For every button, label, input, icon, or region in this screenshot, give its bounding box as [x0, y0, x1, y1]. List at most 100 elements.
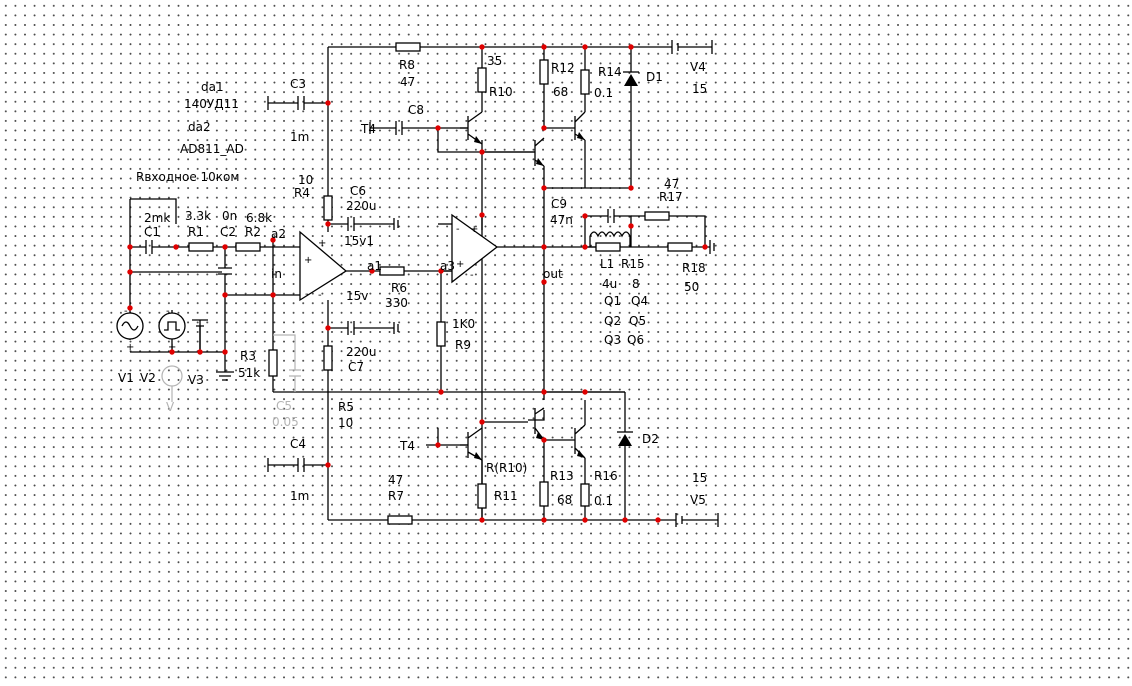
R4-resistor[interactable]: [323, 195, 333, 221]
transistor-Q-lower-driver[interactable]: [528, 407, 545, 441]
net-out: out: [543, 267, 563, 281]
label-C5-value: 0.05: [272, 415, 299, 429]
label-L1-name: L1: [600, 257, 614, 271]
R10-resistor[interactable]: [477, 67, 487, 93]
label-R8-name: R8: [399, 58, 415, 72]
label-R9-name: R9: [455, 338, 471, 352]
R8-resistor[interactable]: [395, 42, 421, 52]
R14-resistor[interactable]: [580, 69, 590, 95]
label-R13-name: R13: [550, 469, 574, 483]
V-ghost-source: [161, 365, 183, 402]
C1-capacitor[interactable]: [145, 240, 153, 254]
svg-text:-: -: [318, 290, 322, 301]
svg-text:-: -: [305, 289, 309, 300]
transistors: [460, 111, 586, 461]
R2-resistor[interactable]: [235, 242, 261, 252]
label-R15-value: 8: [632, 277, 640, 291]
R11-resistor[interactable]: [477, 483, 487, 509]
R3-resistor[interactable]: [268, 349, 278, 377]
opamp-da1[interactable]: + - + -: [299, 230, 348, 302]
transistor-T4-top[interactable]: [460, 111, 483, 145]
net-in: in: [271, 267, 282, 281]
label-C9-name: C9: [551, 197, 567, 211]
D2-diode[interactable]: [617, 431, 633, 446]
label-C7-value: 220u: [346, 345, 377, 359]
label-R16-value: 0.1: [594, 494, 613, 508]
transistor-T4-bottom[interactable]: [460, 427, 483, 461]
R12-resistor[interactable]: [539, 59, 549, 85]
V3-battery[interactable]: [192, 319, 208, 352]
C3-capacitor[interactable]: [297, 96, 305, 110]
label-C2-name: C2: [220, 225, 236, 239]
label-R18-name: R18: [682, 261, 706, 275]
label-C6-name: C6: [350, 184, 366, 198]
C5-capacitor-ghost: [273, 334, 301, 392]
svg-text:+: +: [318, 238, 326, 249]
label-R10-value: 35: [487, 54, 502, 68]
svg-text:+: +: [470, 224, 478, 235]
label-L1-value: 4u: [602, 277, 617, 291]
label-R2-name: R2: [245, 225, 261, 239]
svg-text:-: -: [124, 306, 128, 317]
C9-capacitor[interactable]: [607, 209, 615, 223]
label-R4-name: R4: [294, 186, 310, 200]
svg-text:-: -: [456, 224, 460, 235]
net-a2: a2: [271, 227, 286, 241]
label-R15-name: R15: [621, 257, 645, 271]
resistors: [188, 42, 693, 525]
label-R5-value: 10: [338, 416, 353, 430]
label-V1: V1: [118, 371, 134, 385]
opamp-da2[interactable]: - + + -: [451, 213, 499, 284]
label-C4-name: C4: [290, 437, 306, 451]
capacitors: [145, 96, 615, 472]
label-C2-value: 0n: [222, 209, 237, 223]
C4-capacitor[interactable]: [297, 458, 305, 472]
D1-diode[interactable]: [623, 71, 639, 86]
R6-resistor[interactable]: [379, 266, 405, 276]
net-a3: a3: [440, 259, 455, 273]
R9-resistor[interactable]: [436, 321, 446, 347]
label-R7-value: 47: [388, 473, 403, 487]
R16-resistor[interactable]: [580, 483, 590, 507]
R1-resistor[interactable]: [188, 242, 214, 252]
R15-resistor[interactable]: [595, 242, 621, 252]
V4-battery[interactable]: [671, 40, 713, 54]
C2-capacitor[interactable]: [218, 267, 232, 275]
note-da1-part: 140УД11: [184, 97, 239, 111]
label-D2: D2: [642, 432, 659, 446]
svg-text:+: +: [304, 255, 312, 266]
V1-ac-source[interactable]: - +: [116, 306, 144, 353]
label-R3-value: 51k: [238, 366, 260, 380]
transistor-Q-upper-driver[interactable]: [528, 137, 545, 167]
label-V4-name: V4: [690, 60, 706, 74]
label-R11-value: R(R10): [486, 461, 527, 475]
R18-resistor[interactable]: [667, 242, 693, 252]
R17-resistor[interactable]: [644, 211, 670, 221]
note-da2-part: AD811_AD: [180, 142, 244, 156]
net-labels: a2 in a1 a3 out 15v1 15v: [271, 227, 563, 303]
label-R18-value: 50: [684, 280, 699, 294]
C7-capacitor[interactable]: [347, 321, 355, 335]
label-C5-name: C5: [276, 399, 292, 413]
R5-resistor[interactable]: [323, 345, 333, 371]
ground-symbol: [216, 371, 234, 381]
transistor-Q-upper-output[interactable]: [565, 111, 586, 141]
L1-inductor[interactable]: [589, 231, 631, 247]
svg-text:+: +: [126, 342, 134, 353]
label-R7-name: R7: [388, 489, 404, 503]
C8-capacitor[interactable]: [395, 121, 403, 135]
label-V2: V2: [140, 371, 156, 385]
label-R16-name: R16: [594, 469, 618, 483]
R13-resistor[interactable]: [539, 481, 549, 507]
V2-pulse-source[interactable]: - +: [158, 306, 186, 353]
R7-resistor[interactable]: [387, 515, 413, 525]
C6-capacitor[interactable]: [347, 217, 355, 231]
V5-battery[interactable]: [675, 513, 719, 527]
label-C3-name: C3: [290, 77, 306, 91]
svg-text:+: +: [168, 342, 176, 353]
label-C6-value: 220u: [346, 199, 377, 213]
transistor-Q-lower-output[interactable]: [565, 424, 586, 459]
label-R11-name: R11: [494, 489, 518, 503]
label-C8: C8: [408, 103, 424, 117]
